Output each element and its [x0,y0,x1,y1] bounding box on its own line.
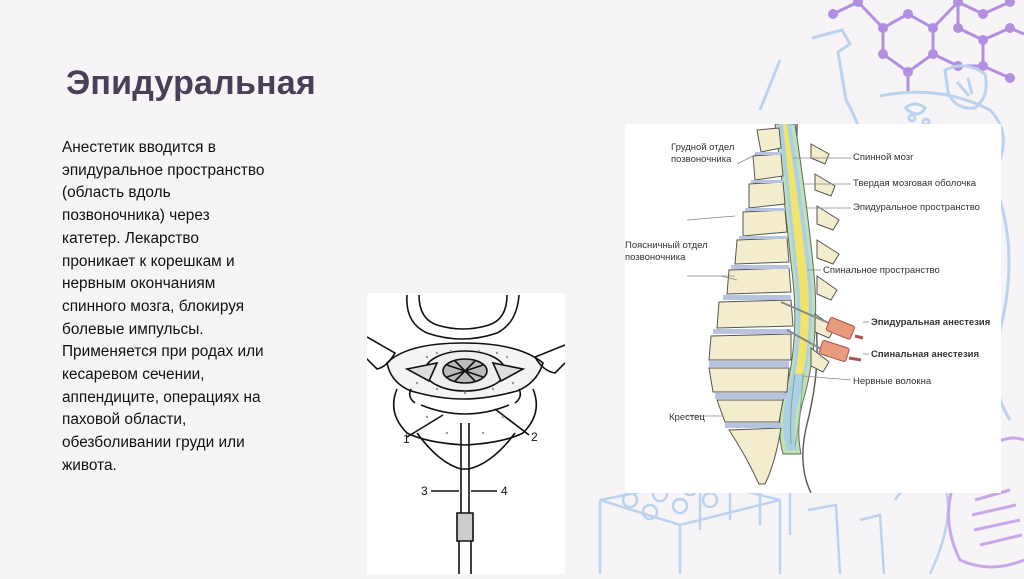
label-spinal-cord: Спинной мозг [853,152,914,163]
label-epidural-anesthesia: Эпидуральная анестезия [871,317,990,328]
cross-section-label-4: 4 [501,484,508,498]
description-text: Анестетик вводится в эпидуральное простр… [62,137,312,478]
description-line: нервным окончаниям [62,273,312,296]
label-sacrum: Крестец [669,412,705,423]
description-line: паховой области, [62,409,312,432]
description-line: живота. [62,455,312,478]
description-line: (область вдоль [62,182,312,205]
label-epidural-space: Эпидуральное пространство [853,202,980,213]
description-line: катетер. Лекарство [62,228,312,251]
cross-section-label-3: 3 [421,484,428,498]
description-line: аппендиците, операциях на [62,387,312,410]
cross-section-illustration: 1 2 3 4 [367,293,565,574]
cross-section-label-1: 1 [403,432,410,446]
description-line: болевые импульсы. [62,319,312,342]
description-line: обезболивании груди или [62,432,312,455]
spine-illustration: Грудной отдел позвоночника Поясничный от… [625,124,1001,493]
description-line: спинного мозга, блокируя [62,296,312,319]
description-line: эпидуральное пространство [62,160,312,183]
description-line: проникает к корешкам и [62,251,312,274]
description-line: Анестетик вводится в [62,137,312,160]
label-spinal-space: Спинальное пространство [823,265,940,276]
description-line: кесаревом сечении, [62,364,312,387]
label-dura: Твердая мозговая оболочка [853,178,977,189]
slide-title: Эпидуральная [66,64,316,103]
label-thoracic-2: позвоночника [671,154,732,165]
label-spinal-anesthesia: Спинальная анестезия [871,349,979,360]
cross-section-label-2: 2 [531,430,538,444]
label-lumbar: Поясничный отдел [625,240,708,251]
description-line: Применяется при родах или [62,341,312,364]
label-lumbar-2: позвоночника [625,252,686,263]
description-line: позвоночника) через [62,205,312,228]
molecule-decoration [833,0,1024,92]
cross-section-figure: 1 2 3 4 [367,293,565,574]
label-thoracic: Грудной отдел [671,142,734,153]
spine-figure: Грудной отдел позвоночника Поясничный от… [625,124,1001,493]
label-nerve-fibers: Нервные волокна [853,376,932,387]
